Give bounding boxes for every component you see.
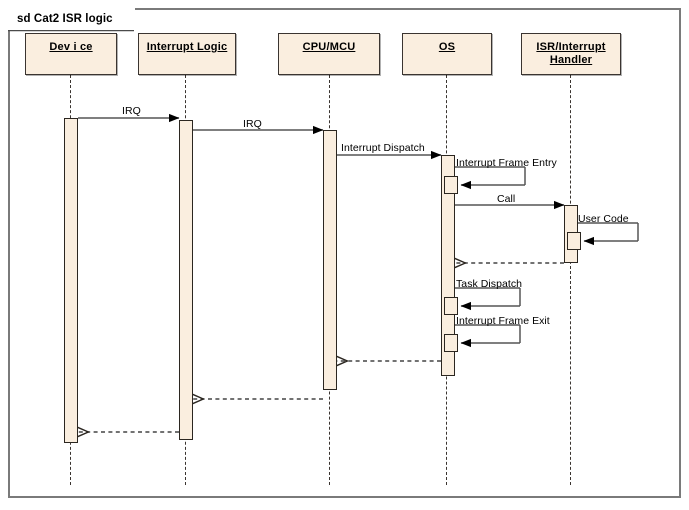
message-call-label: Call: [497, 193, 516, 205]
lifeline-head-device[interactable]: Dev i ce: [25, 33, 117, 75]
activation-cpu-mcu[interactable]: [323, 130, 337, 390]
message-irq-device-to-interrupt-logic-label: IRQ: [122, 105, 141, 117]
lifeline-head-interrupt-logic[interactable]: Interrupt Logic: [138, 33, 236, 75]
message-interrupt-frame-exit-label: Interrupt Frame Exit: [456, 315, 550, 327]
message-user-code-label: User Code: [578, 213, 629, 225]
message-irq-interrupt-logic-to-cpu-label: IRQ: [243, 118, 262, 130]
activation-interrupt-logic[interactable]: [179, 120, 193, 440]
message-interrupt-dispatch-label: Interrupt Dispatch: [341, 142, 425, 154]
lifeline-isr-handler: [570, 75, 572, 485]
sequence-frame: [8, 8, 681, 498]
lifeline-head-os[interactable]: OS: [402, 33, 492, 75]
activation-interrupt-frame-entry[interactable]: [444, 176, 458, 194]
activation-device[interactable]: [64, 118, 78, 443]
lifeline-label: Dev i ce: [49, 41, 93, 53]
message-interrupt-frame-entry-label: Interrupt Frame Entry: [456, 157, 557, 169]
frame-label: sd Cat2 ISR logic: [8, 8, 135, 30]
lifeline-label: OS: [438, 41, 456, 53]
lifeline-label: CPU/MCU: [302, 41, 356, 53]
lifeline-head-cpu-mcu[interactable]: CPU/MCU: [278, 33, 380, 75]
lifeline-label: Interrupt Logic: [146, 41, 228, 53]
activation-user-code[interactable]: [567, 232, 581, 250]
activation-interrupt-frame-exit[interactable]: [444, 334, 458, 352]
lifeline-head-isr-handler[interactable]: ISR/Interrupt Handler: [521, 33, 621, 75]
activation-task-dispatch[interactable]: [444, 297, 458, 315]
lifeline-label: ISR/Interrupt Handler: [536, 41, 606, 66]
message-task-dispatch-label: Task Dispatch: [456, 278, 523, 290]
